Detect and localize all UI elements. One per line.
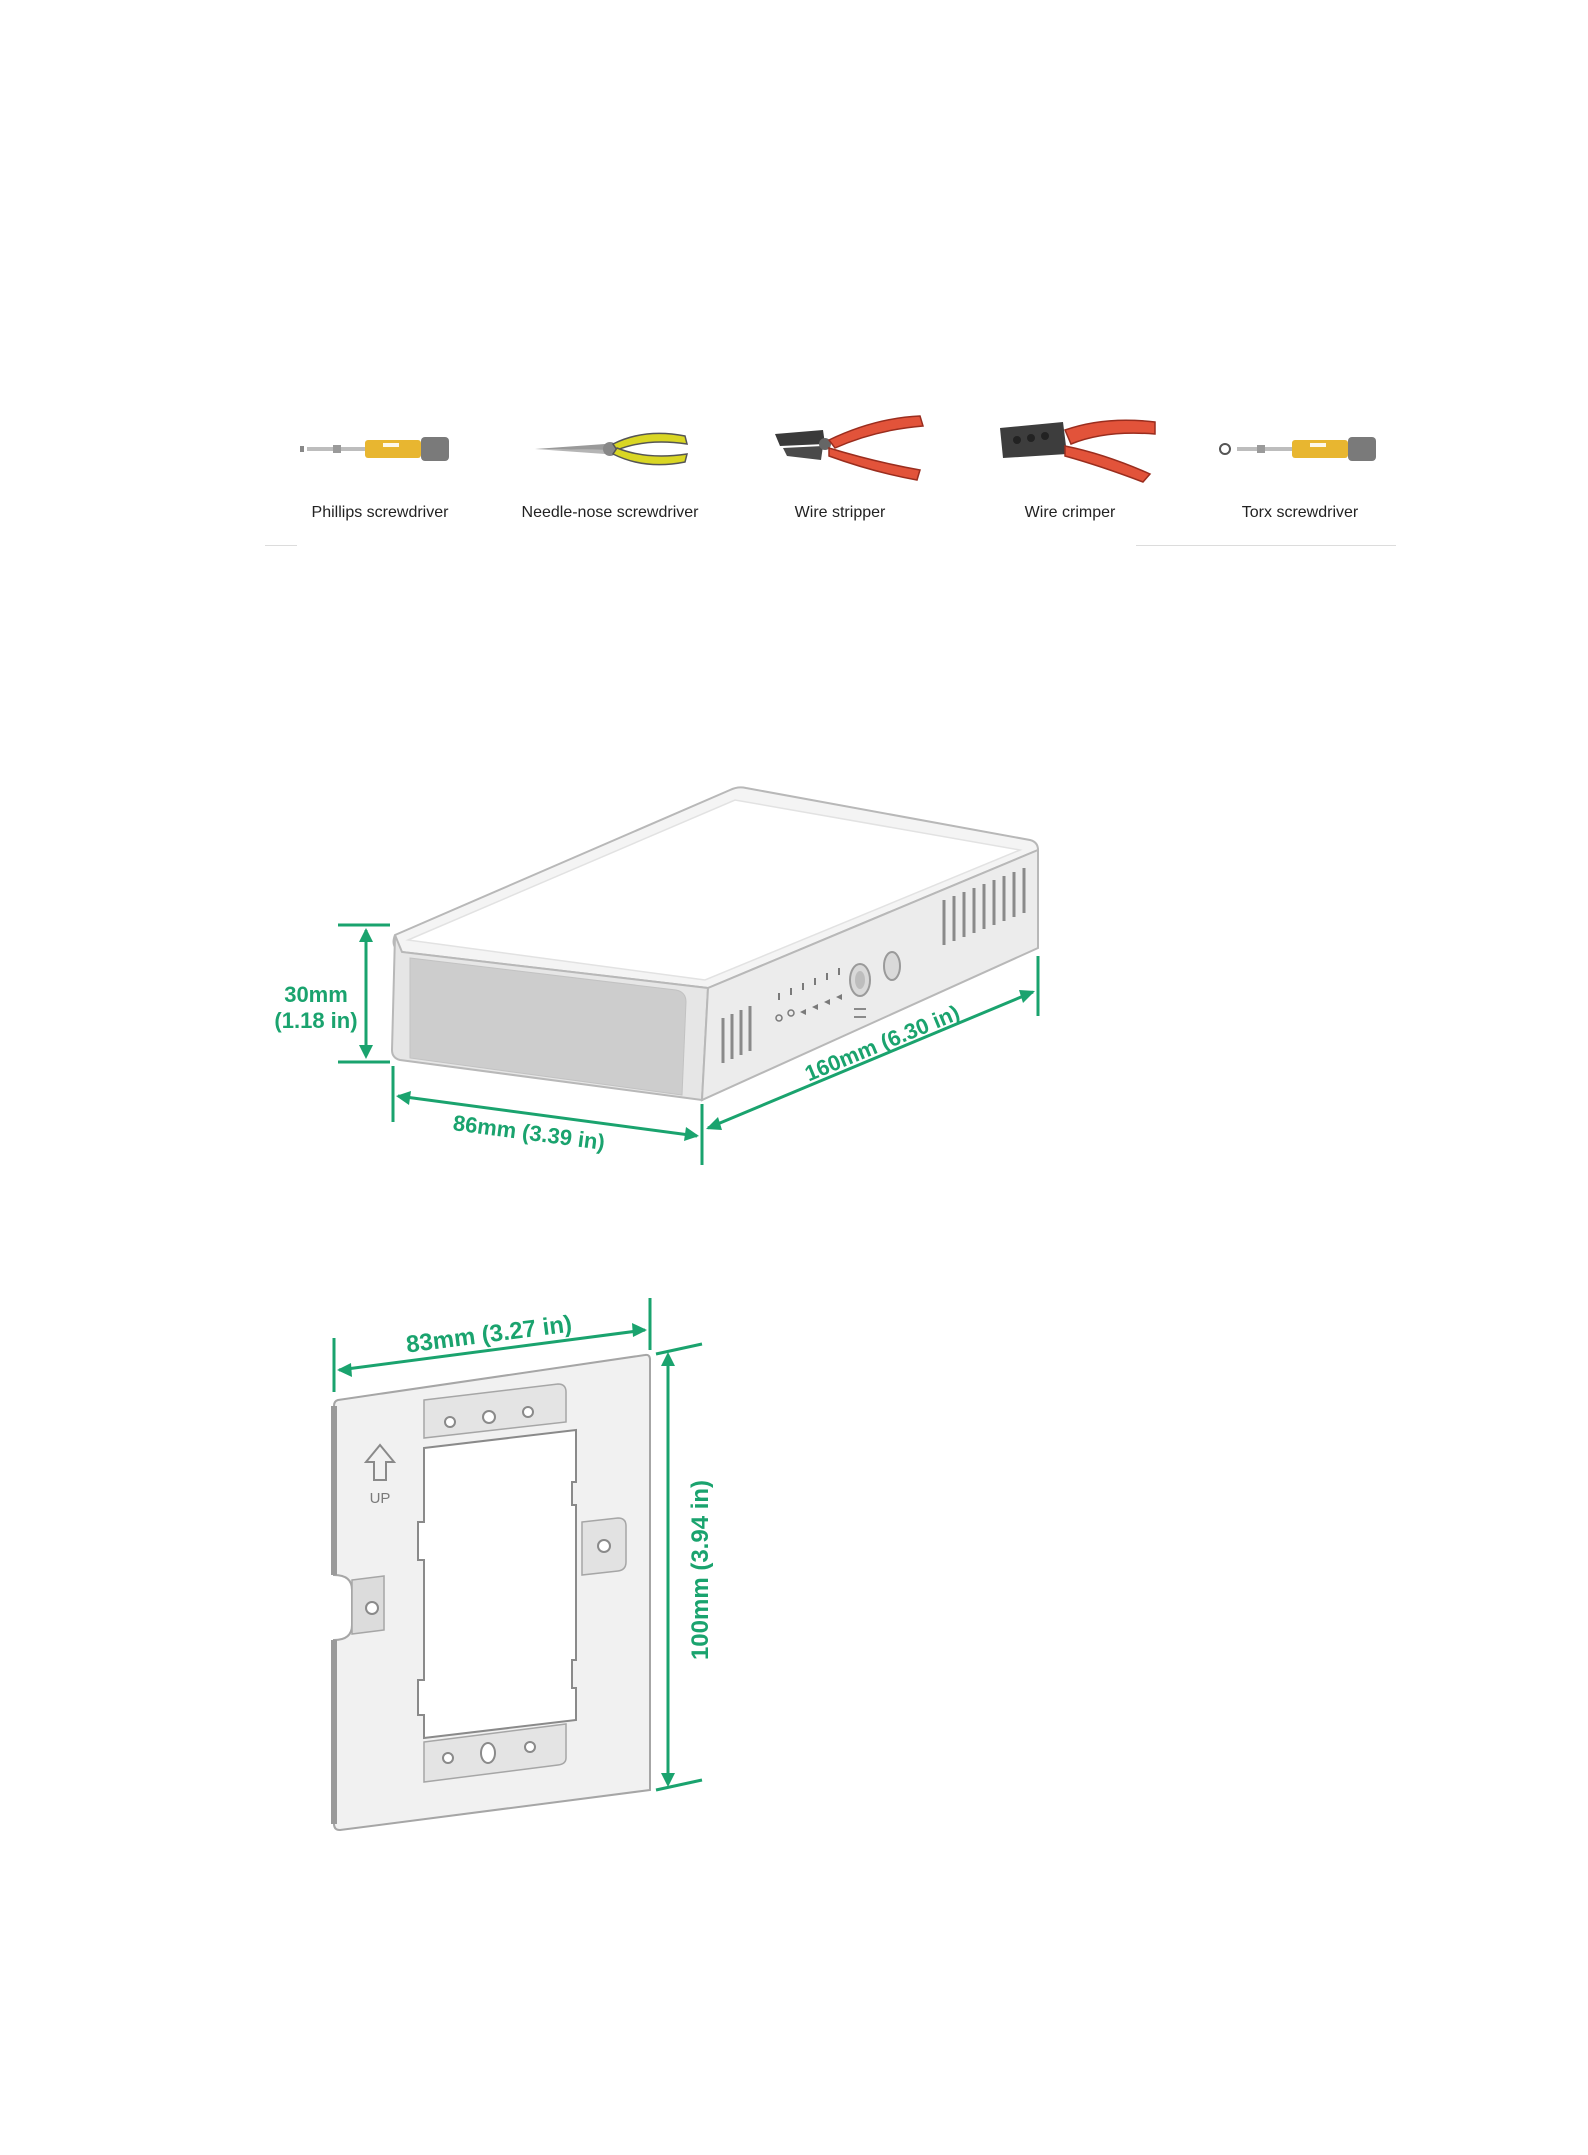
height-mm-label: 30mm	[284, 982, 348, 1007]
divider	[1136, 545, 1396, 546]
up-label: UP	[370, 1490, 391, 1507]
plate-cutout	[418, 1430, 576, 1738]
tool-torx: Torx screwdriver	[1185, 400, 1415, 550]
torx-screwdriver-icon	[1185, 400, 1415, 500]
tool-label: Needle-nose screwdriver	[495, 504, 725, 522]
needle-nose-icon	[495, 400, 725, 500]
reset-port	[884, 952, 900, 980]
height-in-label: (1.18 in)	[274, 1008, 357, 1033]
width-label: 86mm (3.39 in)	[452, 1110, 607, 1155]
wire-crimper-icon	[955, 400, 1185, 500]
divider	[265, 545, 297, 546]
tool-needle-nose: Needle-nose screwdriver	[495, 400, 725, 550]
tools-row: Phillips screwdriver Needle-nose screwdr…	[265, 400, 1410, 560]
tool-wire-stripper: Wire stripper	[725, 400, 955, 550]
device-dimension-figure: 30mm (1.18 in) 86mm (3.39 in) 160mm (6.3…	[260, 780, 1080, 1190]
tool-wire-crimper: Wire crimper	[955, 400, 1185, 550]
tool-phillips: Phillips screwdriver	[265, 400, 495, 550]
tool-label: Wire stripper	[725, 504, 955, 522]
phillips-screwdriver-icon	[265, 400, 495, 500]
mounting-plate-figure: UP 83mm (3.27 in) 100mm (3.94 in)	[300, 1290, 740, 1850]
tool-label: Wire crimper	[955, 504, 1185, 522]
tool-label: Phillips screwdriver	[265, 504, 495, 522]
plate-height-label: 100mm (3.94 in)	[687, 1480, 714, 1660]
tool-label: Torx screwdriver	[1185, 504, 1415, 522]
wire-stripper-icon	[725, 400, 955, 500]
